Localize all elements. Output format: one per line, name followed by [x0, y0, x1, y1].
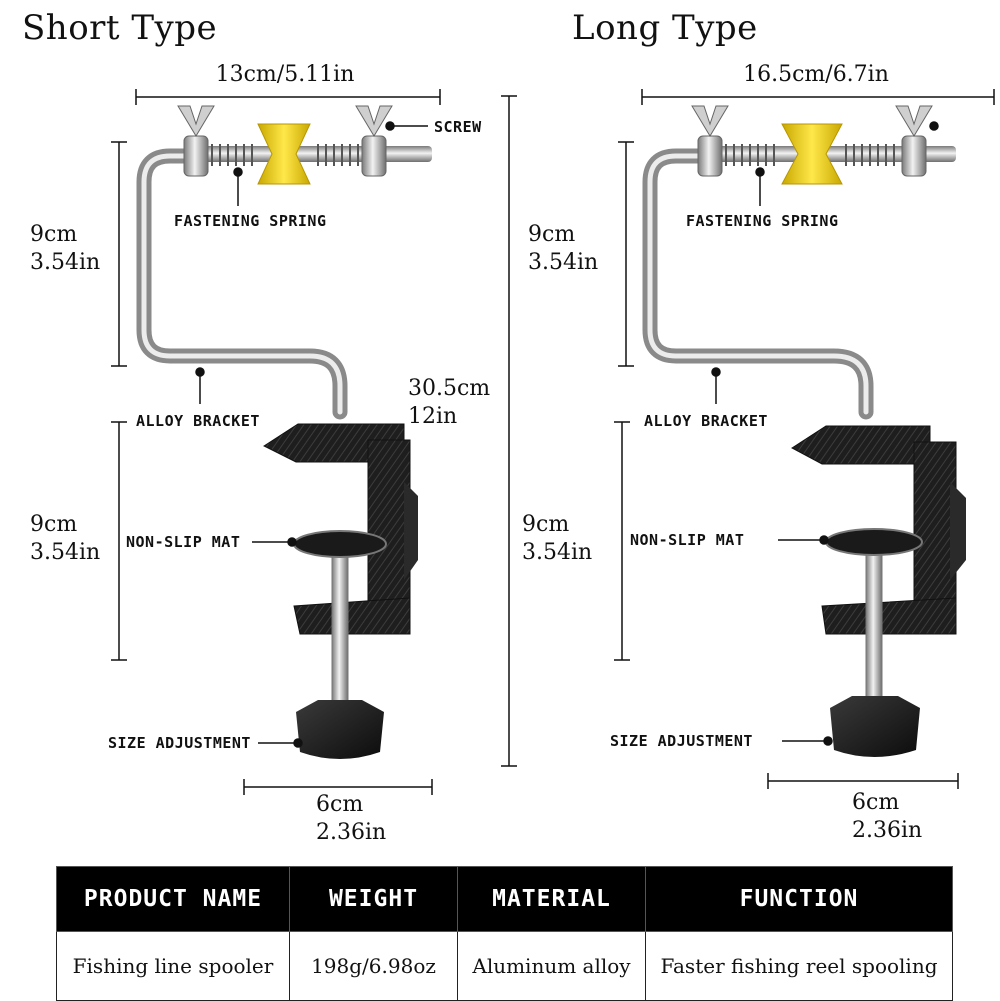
short-lower-in: 3.54in: [30, 540, 101, 565]
cell-weight: 198g/6.98oz: [289, 931, 458, 1001]
cell-function: Faster fishing reel spooling: [645, 931, 953, 1001]
short-spring-label: FASTENING SPRING: [174, 212, 327, 230]
short-non-slip-mat: [293, 530, 387, 558]
long-lower-cm: 9cm: [522, 512, 570, 537]
table-row: Fishing line spooler 198g/6.98oz Aluminu…: [56, 931, 953, 1001]
long-wing-screw-left: [691, 105, 729, 137]
short-base-in: 2.36in: [316, 820, 387, 845]
long-bracket-label: ALLOY BRACKET: [644, 412, 768, 430]
long-width-dimension-line: [641, 89, 995, 105]
long-upper-cm: 9cm: [528, 222, 576, 247]
long-spring-label: FASTENING SPRING: [686, 212, 839, 230]
short-width-label: 13cm/5.11in: [215, 62, 355, 87]
long-left-nut: [697, 135, 723, 177]
short-right-nut: [361, 135, 387, 177]
header-function: FUNCTION: [645, 866, 953, 932]
long-lower-height-dimension-line: [614, 421, 630, 661]
long-c-clamp: [791, 425, 966, 635]
long-mat-label: NON-SLIP MAT: [630, 531, 745, 549]
total-height-in: 12in: [408, 404, 458, 429]
long-alloy-bracket-rod: [642, 148, 874, 420]
short-upper-cm: 9cm: [30, 222, 78, 247]
short-lower-cm: 9cm: [30, 512, 78, 537]
short-type-title: Short Type: [22, 8, 218, 48]
short-yellow-spool: [257, 123, 311, 185]
long-wing-screw-right: [895, 105, 933, 137]
short-left-nut: [183, 135, 209, 177]
short-bracket-label: ALLOY BRACKET: [136, 412, 260, 430]
long-size-adjustment-knob: [830, 696, 920, 757]
long-lower-in: 3.54in: [522, 540, 593, 565]
long-axle: [700, 146, 956, 162]
long-base-dimension-line: [767, 773, 959, 789]
long-right-nut: [901, 135, 927, 177]
short-alloy-bracket-rod: [136, 148, 348, 420]
short-screw-label: SCREW: [434, 118, 482, 136]
short-base-dimension-line: [243, 779, 433, 795]
short-upper-height-dimension-line: [111, 141, 127, 367]
cell-material: Aluminum alloy: [457, 931, 646, 1001]
short-wing-screw-right: [355, 105, 393, 137]
cell-product-name: Fishing line spooler: [56, 931, 290, 1001]
long-width-label: 16.5cm/6.7in: [743, 62, 889, 87]
short-wing-screw-left: [177, 105, 215, 137]
long-yellow-spool: [781, 123, 843, 185]
short-lower-height-dimension-line: [111, 421, 127, 661]
long-adjust-label: SIZE ADJUSTMENT: [610, 732, 753, 750]
short-spooler: [111, 89, 517, 795]
long-upper-in: 3.54in: [528, 250, 599, 275]
long-type-title: Long Type: [572, 8, 758, 48]
header-weight: WEIGHT: [289, 866, 458, 932]
long-spooler: [614, 89, 995, 789]
long-screw-post: [865, 547, 883, 709]
total-height-dimension-line: [501, 95, 517, 767]
total-height-cm: 30.5cm: [408, 376, 491, 401]
short-label-leaders: [195, 121, 428, 748]
short-fastening-spring: [211, 144, 359, 166]
header-material: MATERIAL: [457, 866, 646, 932]
header-product-name: PRODUCT NAME: [56, 866, 290, 932]
short-upper-in: 3.54in: [30, 250, 101, 275]
short-width-dimension-line: [135, 89, 441, 105]
short-base-cm: 6cm: [316, 792, 364, 817]
short-c-clamp: [262, 423, 418, 635]
short-axle: [190, 146, 432, 162]
short-size-adjustment-knob: [296, 700, 384, 759]
long-base-in: 2.36in: [852, 818, 923, 843]
short-mat-label: NON-SLIP MAT: [126, 533, 241, 551]
long-non-slip-mat: [825, 528, 923, 556]
spec-header-row: PRODUCT NAME WEIGHT MATERIAL FUNCTION: [56, 866, 953, 932]
long-fastening-spring: [725, 144, 895, 166]
short-screw-post: [331, 545, 349, 719]
long-label-leaders: [711, 121, 939, 746]
spec-table: PRODUCT NAME WEIGHT MATERIAL FUNCTION Fi…: [56, 866, 953, 1001]
long-base-cm: 6cm: [852, 790, 900, 815]
short-adjust-label: SIZE ADJUSTMENT: [108, 734, 251, 752]
long-upper-height-dimension-line: [618, 141, 634, 367]
